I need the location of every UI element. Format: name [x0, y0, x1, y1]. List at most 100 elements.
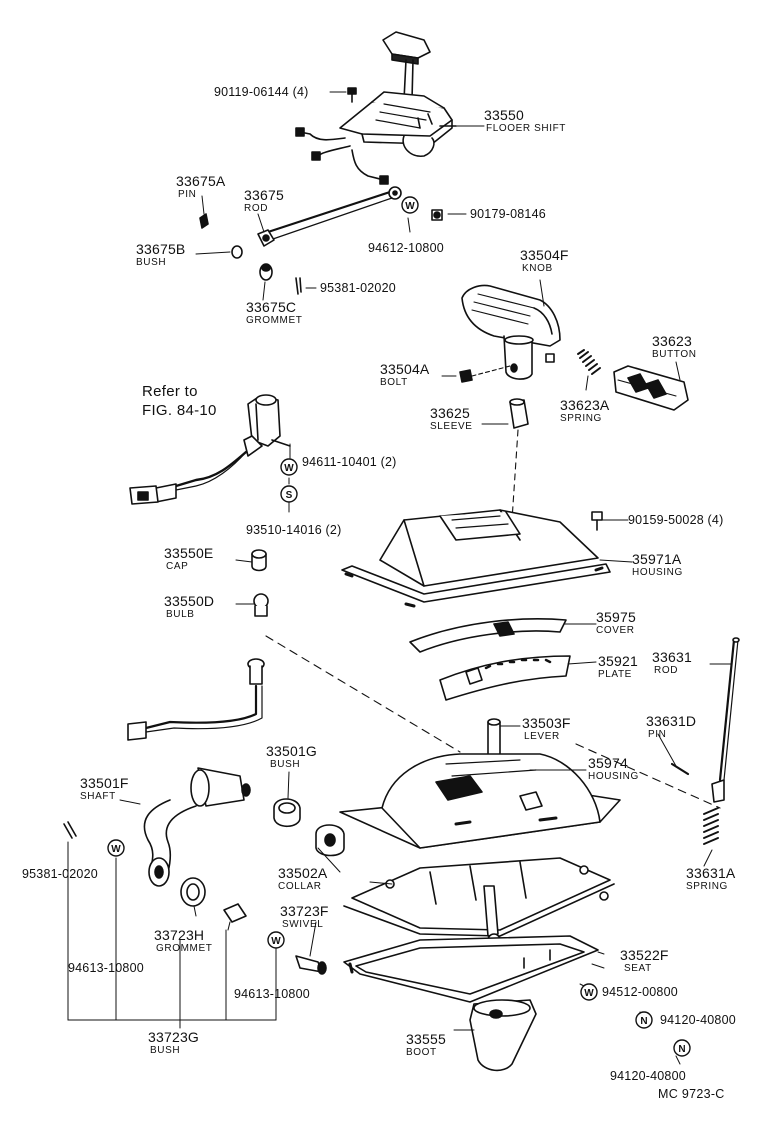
part-number-33522F: 33522F — [620, 947, 669, 963]
sleeve-33625-drawing — [509, 398, 529, 521]
part-number-33723H: 33723H — [154, 927, 205, 943]
clip-95381-drawing — [295, 277, 302, 295]
part-number-90119: 90119-06144 (4) — [214, 85, 309, 99]
part-number-33631D: 33631D — [646, 713, 697, 729]
bush-33675B-drawing — [231, 245, 243, 259]
part-number-33631A: 33631A — [686, 865, 736, 881]
part-name-spring: SPRING — [560, 413, 602, 424]
part-number-33550E: 33550E — [164, 545, 214, 561]
part-number-95381-b: 95381-02020 — [22, 867, 98, 881]
lamp-socket-wire-drawing — [127, 658, 265, 741]
nut-symbol-94120-b: N — [673, 1039, 691, 1057]
nut-symbol-94120-a-letter: N — [640, 1016, 647, 1027]
button-33623-drawing — [613, 365, 689, 411]
part-number-33675: 33675 — [244, 187, 284, 203]
part-name-sleeve: SLEEVE — [430, 421, 473, 432]
part-number-33723G: 33723G — [148, 1029, 200, 1045]
washer-symbol-94612: W — [401, 196, 419, 214]
part-name-button: BUTTON — [652, 349, 697, 360]
spring-33623A-drawing — [577, 349, 601, 375]
part-name-swivel: SWIVEL — [282, 919, 324, 930]
part-number-94611: 94611-10401 (2) — [302, 455, 397, 469]
part-number-33675A: 33675A — [176, 173, 226, 189]
part-number-35971A: 35971A — [632, 551, 682, 567]
part-name-rod-b: ROD — [654, 665, 679, 676]
part-name-knob: KNOB — [522, 263, 553, 274]
part-name-bolt: BOLT — [380, 377, 408, 388]
part-name-pin-b: PIN — [648, 729, 667, 740]
part-number-33550D: 33550D — [164, 593, 215, 609]
part-name-shaft: SHAFT — [80, 791, 116, 802]
part-number-94120-a: 94120-40800 — [660, 1013, 736, 1027]
bolt-90119-drawing — [347, 87, 357, 103]
collar-33502A-drawing — [315, 824, 345, 857]
part-number-94120-b: 94120-40800 — [610, 1069, 686, 1083]
part-name-floor-shift: FLOOER SHIFT — [486, 123, 566, 134]
spring-washer-symbol-93510: S — [280, 485, 298, 503]
pin-33675A-drawing — [199, 213, 209, 229]
part-number-33501G: 33501G — [266, 743, 318, 759]
bush-33501G-drawing — [273, 798, 301, 828]
nut-symbol-94120-a: N — [635, 1011, 653, 1029]
rod-33675-drawing — [257, 186, 402, 247]
part-number-33502A: 33502A — [278, 865, 328, 881]
guide-line — [265, 635, 461, 753]
part-number-33623A: 33623A — [560, 397, 610, 413]
housing-35974-drawing — [339, 753, 621, 849]
washer-symbol-94613-a-letter: W — [111, 844, 121, 855]
part-number-90179: 90179-08146 — [470, 207, 546, 221]
part-number-90159: 90159-50028 (4) — [628, 513, 724, 527]
grommet-33723H-drawing — [180, 877, 206, 907]
part-number-33723F: 33723F — [280, 903, 329, 919]
part-name-rod: ROD — [244, 203, 269, 214]
part-name-cap: CAP — [166, 561, 189, 572]
grommet-33675C-drawing — [259, 263, 273, 281]
part-name-pin: PIN — [178, 189, 197, 200]
boot-33555-drawing — [469, 999, 537, 1072]
washer-symbol-94512-letter: W — [584, 988, 594, 999]
part-name-housing-a: HOUSING — [632, 567, 683, 578]
washer-symbol-94512: W — [580, 983, 598, 1001]
washer-symbol-94612-letter: W — [405, 201, 415, 212]
part-name-seat: SEAT — [624, 963, 652, 974]
washer-symbol-94611: W — [280, 458, 298, 476]
lower-bracket-drawing — [343, 857, 615, 947]
part-name-bush-c: BUSH — [150, 1045, 181, 1056]
part-number-33501F: 33501F — [80, 775, 129, 791]
clip-95381b-drawing — [63, 821, 77, 839]
nut-symbol-94120-b-letter: N — [678, 1044, 685, 1055]
part-number-33504F: 33504F — [520, 247, 569, 263]
washer-symbol-94613-a: W — [107, 839, 125, 857]
reference-note-line2: FIG. 84-10 — [142, 402, 217, 419]
floor-shift-assembly-drawing — [295, 31, 457, 185]
washer-symbol-94613-b: W — [267, 931, 285, 949]
part-name-bush-b: BUSH — [270, 759, 301, 770]
part-number-33675B: 33675B — [136, 241, 186, 257]
part-name-grommet-b: GROMMET — [156, 943, 213, 954]
shaft-33501F-drawing — [143, 767, 251, 887]
part-name-spring-b: SPRING — [686, 881, 728, 892]
bolt-33504A-drawing — [459, 365, 511, 383]
part-name-bulb: BULB — [166, 609, 195, 620]
rod-33631-drawing — [711, 637, 740, 803]
screw-90159-drawing — [591, 511, 603, 531]
lamp-assembly-drawing — [129, 394, 291, 505]
part-number-33550: 33550 — [484, 107, 524, 123]
knob-33504F-drawing — [461, 284, 561, 380]
bush-33723G-drawing — [223, 903, 247, 923]
bolt-90179-drawing — [431, 209, 443, 221]
part-name-collar: COLLAR — [278, 881, 322, 892]
part-number-35974: 35974 — [588, 755, 628, 771]
part-number-33555: 33555 — [406, 1031, 446, 1047]
reference-note-line1: Refer to — [142, 383, 198, 400]
guide-line — [575, 743, 721, 809]
part-number-95381-a: 95381-02020 — [320, 281, 396, 295]
figure-code: MC 9723-C — [658, 1087, 725, 1101]
part-name-cover: COVER — [596, 625, 635, 636]
cover-35975-drawing — [409, 618, 567, 653]
part-number-33503F: 33503F — [522, 715, 571, 731]
part-number-35921: 35921 — [598, 653, 638, 669]
cap-33550E-drawing — [251, 549, 267, 572]
spring-33631A-drawing — [703, 807, 719, 845]
plate-35921-drawing — [439, 655, 571, 701]
